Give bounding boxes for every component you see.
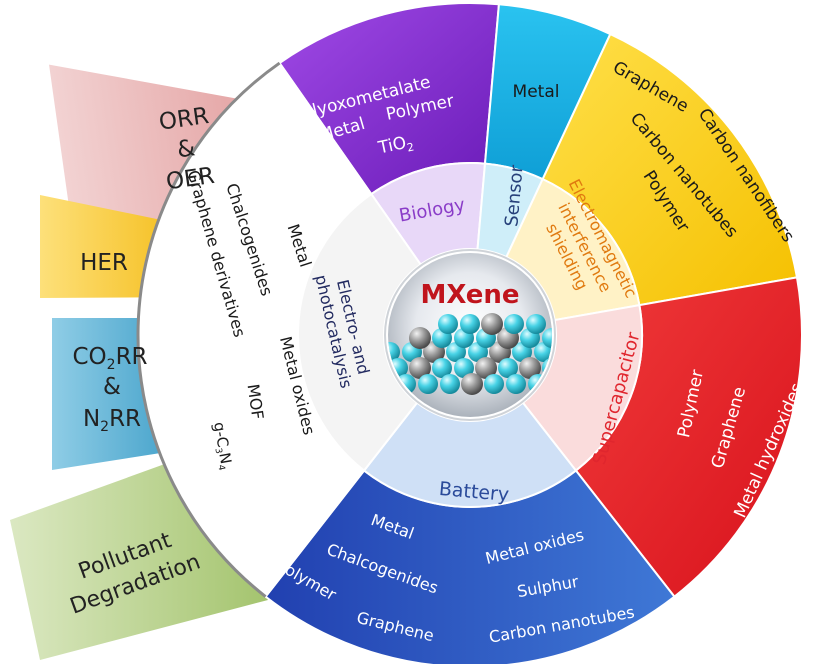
atom-ball — [388, 342, 400, 362]
atom-ball — [409, 357, 431, 379]
outer-ring — [136, 2, 803, 664]
mxene-crystal-image — [388, 313, 552, 395]
atom-ball — [519, 357, 541, 379]
atom-ball — [418, 374, 438, 394]
inner-segment-battery — [362, 401, 578, 508]
atom-ball — [409, 327, 431, 349]
tab-co2rr-line1: CO2RR — [72, 344, 147, 373]
tab-co2rr-line2: & — [103, 374, 121, 400]
atom-ball — [475, 357, 497, 379]
cat-mof: MOF — [244, 383, 268, 421]
atom-ball — [504, 314, 524, 334]
atom-ball — [440, 374, 460, 394]
tab-her-label: HER — [80, 250, 128, 276]
atom-ball — [438, 314, 458, 334]
tab-co2rr-line3: N2RR — [83, 406, 141, 435]
inner-ring — [297, 162, 643, 508]
center-title: MXene — [421, 280, 520, 310]
catalysis-rim — [136, 61, 281, 598]
atom-ball — [498, 358, 518, 378]
atom-ball — [542, 328, 552, 348]
atom-ball — [484, 374, 504, 394]
tab-orr-line2: & — [175, 135, 196, 163]
cat-gc3n4: g-C3N4 — [208, 421, 236, 472]
atom-ball — [481, 313, 503, 335]
atom-ball — [460, 314, 480, 334]
atom-ball — [461, 373, 483, 395]
sensor-metal: Metal — [513, 82, 560, 102]
atom-ball — [432, 358, 452, 378]
atom-ball — [526, 314, 546, 334]
center-disc: MXene — [384, 249, 556, 421]
atom-ball — [506, 374, 526, 394]
atom-ball — [454, 358, 474, 378]
